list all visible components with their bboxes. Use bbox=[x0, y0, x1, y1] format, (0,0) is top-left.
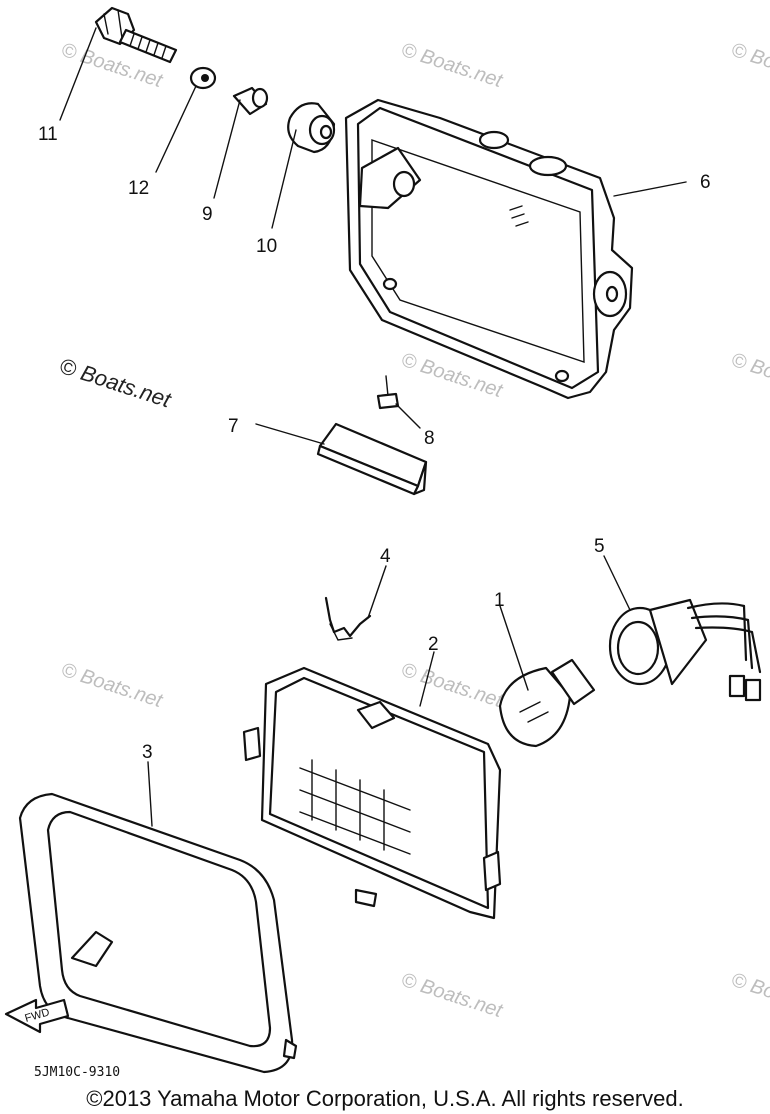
callout-labels: 11 12 9 10 6 7 8 4 5 2 1 3 bbox=[38, 124, 711, 763]
callout-7: 7 bbox=[228, 416, 239, 437]
watermark: © Boats.net bbox=[398, 39, 506, 93]
callout-11: 11 bbox=[38, 124, 58, 145]
part-8-screw bbox=[376, 375, 400, 410]
callout-10: 10 bbox=[256, 236, 277, 257]
part-code: 5JM10C-9310 bbox=[34, 1065, 120, 1080]
watermark: © Boats.net bbox=[56, 353, 174, 413]
watermark: © Boats.net bbox=[398, 969, 506, 1023]
callout-2: 2 bbox=[428, 634, 439, 655]
part-4-wire bbox=[324, 596, 372, 641]
part-5-socket bbox=[608, 598, 762, 702]
callout-6: 6 bbox=[700, 172, 711, 193]
fwd-arrow: FWD bbox=[4, 998, 70, 1034]
part-1-bulb bbox=[498, 658, 596, 748]
watermark: © Boats.net bbox=[728, 39, 770, 93]
callout-9: 9 bbox=[202, 204, 213, 225]
part-10-grommet bbox=[287, 102, 336, 154]
part-6-housing bbox=[344, 98, 634, 400]
callout-8: 8 bbox=[424, 428, 435, 449]
callout-4: 4 bbox=[380, 546, 391, 567]
watermark: © Boats.net bbox=[398, 659, 506, 713]
watermark: © Boats.net bbox=[728, 349, 770, 403]
part-2-lens bbox=[242, 666, 502, 920]
callout-3: 3 bbox=[142, 742, 153, 763]
part-3-frame bbox=[18, 792, 298, 1074]
copyright-notice: ©2013 Yamaha Motor Corporation, U.S.A. A… bbox=[86, 1086, 684, 1111]
part-7-block bbox=[316, 422, 428, 496]
leader-lines bbox=[59, 27, 687, 827]
watermark: © Boats.net bbox=[728, 969, 770, 1023]
part-9-collar bbox=[232, 86, 269, 116]
part-11-bolt bbox=[94, 6, 178, 64]
callout-1: 1 bbox=[494, 590, 505, 611]
watermark: © Boats.net bbox=[58, 659, 166, 713]
callout-12: 12 bbox=[128, 178, 149, 199]
part-12-washer bbox=[189, 66, 217, 90]
callout-5: 5 bbox=[594, 536, 605, 557]
